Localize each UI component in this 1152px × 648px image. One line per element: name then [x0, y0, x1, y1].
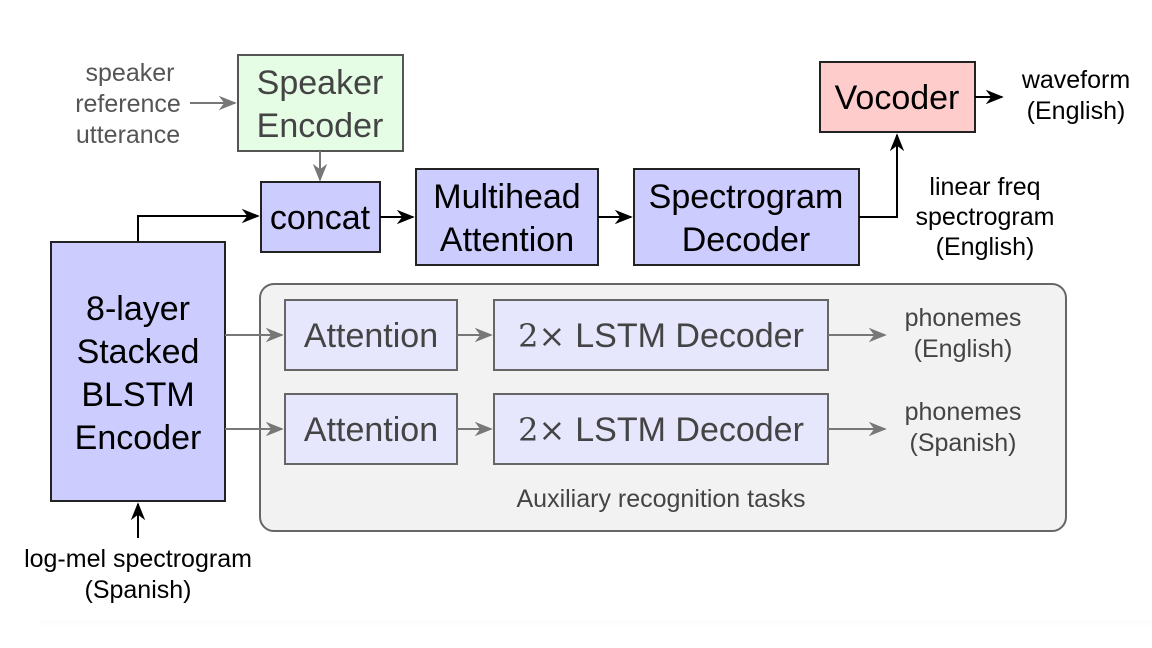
block-label: 2× LSTM Decoder: [518, 317, 804, 355]
speaker-encoder-block: Speaker Encoder: [237, 54, 404, 152]
waveform-output-label: waveform (English): [1021, 66, 1130, 125]
block-label: Attention: [440, 221, 574, 259]
aux-lstm-decoder-block-2: 2× LSTM Decoder: [493, 393, 829, 465]
aux-attention-block-2: Attention: [284, 393, 458, 465]
output-label-line: spectrogram: [916, 203, 1055, 231]
input-label-line: speaker: [86, 59, 175, 87]
aux-attention-block-1: Attention: [284, 299, 458, 371]
output-label-line: (English): [914, 335, 1013, 363]
output-label-line: linear freq: [929, 173, 1040, 201]
block-label: Multihead: [433, 178, 580, 216]
block-label: Attention: [304, 317, 438, 355]
blstm-encoder-block: 8-layer Stacked BLSTM Encoder: [50, 241, 226, 502]
linear-spectrogram-label: linear freq spectrogram (English): [916, 173, 1055, 261]
multihead-attention-block: Multihead Attention: [415, 168, 599, 266]
input-label-line: log-mel spectrogram: [24, 545, 252, 573]
block-label: Spectrogram: [649, 178, 844, 216]
block-label: Stacked: [77, 333, 200, 371]
block-label: Encoder: [75, 419, 202, 457]
block-label: 2× LSTM Decoder: [518, 411, 804, 449]
log-mel-input-label: log-mel spectrogram (Spanish): [24, 545, 252, 604]
output-label-line: phonemes: [905, 398, 1022, 426]
aux-lstm-decoder-block-1: 2× LSTM Decoder: [493, 299, 829, 371]
output-label-line: phonemes: [905, 304, 1022, 332]
block-label: Speaker: [257, 64, 384, 102]
phonemes-english-output: phonemes (English): [905, 304, 1022, 363]
auxiliary-tasks-title: Auxiliary recognition tasks: [516, 485, 805, 513]
arrow-decoder-to-vocoder: [859, 133, 905, 218]
speaker-reference-input: speaker reference utterance: [75, 59, 181, 149]
background-band: [40, 620, 1152, 626]
output-label-line: (English): [936, 233, 1035, 261]
block-label: Attention: [304, 411, 438, 449]
arrow-encoder-to-concat: [137, 208, 260, 242]
multiplier-label: 2×: [518, 411, 565, 449]
input-label-line: utterance: [76, 121, 180, 149]
spectrogram-decoder-block: Spectrogram Decoder: [633, 168, 860, 266]
block-label: Decoder: [682, 221, 811, 259]
output-label-line: waveform: [1021, 66, 1130, 94]
block-label: Encoder: [257, 107, 384, 145]
block-label: concat: [270, 199, 371, 237]
output-label-line: (Spanish): [910, 429, 1017, 457]
block-label: 8-layer: [86, 290, 190, 328]
phonemes-spanish-output: phonemes (Spanish): [905, 398, 1022, 457]
vocoder-block: Vocoder: [819, 61, 976, 133]
block-label: BLSTM: [81, 376, 194, 414]
decoder-label: LSTM Decoder: [575, 411, 804, 449]
input-label-line: (Spanish): [85, 576, 192, 604]
multiplier-label: 2×: [518, 317, 565, 355]
output-label-line: (English): [1027, 97, 1126, 125]
concat-block: concat: [260, 181, 381, 253]
input-label-line: reference: [75, 90, 181, 118]
decoder-label: LSTM Decoder: [575, 317, 804, 355]
block-label: Vocoder: [835, 79, 960, 117]
